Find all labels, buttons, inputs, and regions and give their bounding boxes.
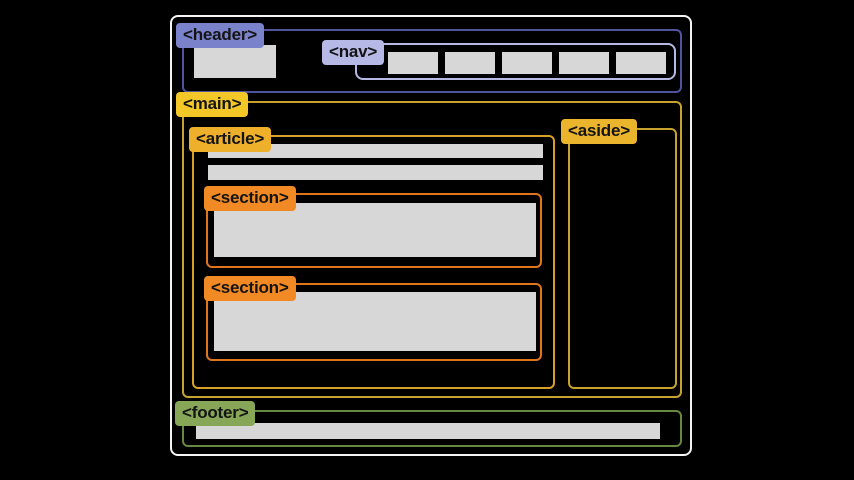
footer-bar-placeholder — [196, 423, 660, 439]
section-content-placeholder — [214, 203, 536, 257]
logo-placeholder — [194, 45, 276, 78]
section-region — [206, 283, 542, 361]
section-label: <section> — [204, 276, 296, 301]
aside-region — [568, 128, 677, 389]
nav-item-row — [388, 52, 666, 74]
nav-item-placeholder — [502, 52, 552, 74]
article-line-1 — [208, 144, 543, 158]
aside-label: <aside> — [561, 119, 637, 144]
main-label: <main> — [176, 92, 249, 117]
section-region — [206, 193, 542, 268]
nav-item-placeholder — [388, 52, 438, 74]
main-region — [182, 101, 682, 398]
header-region — [182, 29, 682, 93]
footer-label: <footer> — [175, 401, 256, 426]
nav-label: <nav> — [322, 40, 385, 65]
article-region — [192, 135, 555, 389]
outer-frame — [170, 15, 692, 456]
nav-item-placeholder — [445, 52, 495, 74]
section-content-placeholder — [214, 292, 536, 351]
footer-region — [182, 410, 682, 447]
nav-item-placeholder — [559, 52, 609, 74]
article-line-2 — [208, 165, 543, 180]
nav-item-placeholder — [616, 52, 666, 74]
article-label: <article> — [189, 127, 272, 152]
header-label: <header> — [176, 23, 265, 48]
section-label: <section> — [204, 186, 296, 211]
